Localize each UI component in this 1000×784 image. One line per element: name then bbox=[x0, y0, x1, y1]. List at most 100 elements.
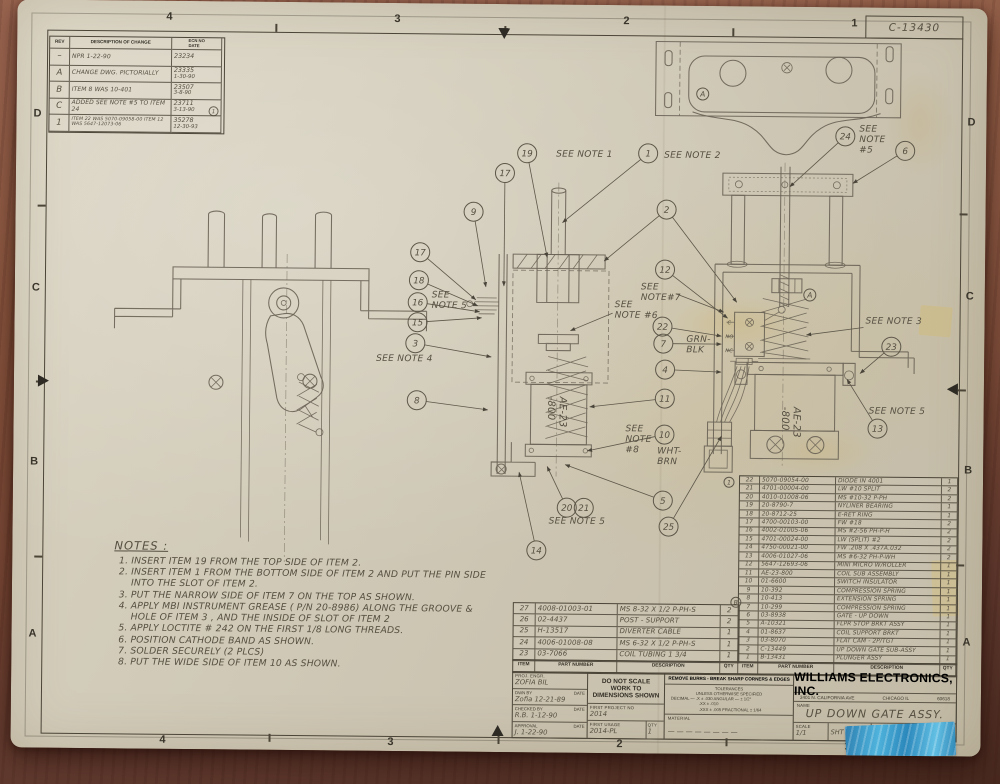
callout-balloon-11: 11 bbox=[589, 388, 675, 409]
callout-balloon-6: 6 bbox=[852, 140, 916, 184]
circle-element bbox=[867, 418, 888, 439]
rev-description: ITEM 8 WAS 10-401 bbox=[69, 82, 172, 100]
span-element: 12-30-93 bbox=[173, 123, 198, 130]
tspan-element: C bbox=[728, 320, 732, 326]
address-street: 3401 N. CALIFORNIA AVE bbox=[799, 694, 855, 701]
circle-element bbox=[573, 497, 594, 518]
circle-element bbox=[526, 540, 547, 561]
circle-element bbox=[881, 336, 902, 357]
part-qty: 1 bbox=[720, 627, 739, 640]
rect-element bbox=[735, 357, 753, 365]
span-element: 1. bbox=[119, 555, 129, 567]
circle-element bbox=[758, 365, 764, 372]
material-label: MATERIAL bbox=[667, 715, 691, 721]
callout-balloon-17: 17 bbox=[494, 163, 515, 287]
annotation-label: AE-23-800 bbox=[545, 396, 568, 428]
part-qty: 2 bbox=[941, 537, 958, 547]
rev-letter: – bbox=[49, 48, 71, 66]
part-number: H-13517 bbox=[535, 626, 618, 639]
tspan-element: NOTE bbox=[859, 135, 885, 145]
tspan-element: SEE NOTE 2 bbox=[664, 151, 721, 162]
circle-element bbox=[745, 318, 754, 327]
part-description: MS 6-32 X 1/2 P-PH-S bbox=[617, 638, 721, 651]
span-element: 3. bbox=[118, 589, 128, 601]
part-qty: 1 bbox=[720, 639, 739, 651]
circle-element bbox=[825, 56, 853, 84]
part-qty: 1 bbox=[941, 512, 958, 521]
path-element bbox=[360, 280, 428, 332]
callout-balloon-1: 1 bbox=[723, 476, 735, 488]
callout-balloon-5: 5 bbox=[564, 464, 673, 511]
circle-element bbox=[658, 516, 679, 537]
assembly-line-art: 1911791718161538212227411105252021142462… bbox=[113, 40, 926, 608]
part-item: 15 bbox=[739, 535, 760, 545]
right-assembly-view bbox=[703, 162, 915, 473]
tspan-element: SEE NOTE 1 bbox=[556, 150, 613, 161]
part-description: MS 8-32 X 1/2 P-PH-S bbox=[617, 604, 721, 617]
circle-element bbox=[208, 374, 224, 390]
path-element bbox=[555, 182, 560, 477]
circle-element bbox=[654, 424, 675, 445]
callout-balloon-20: 20 bbox=[546, 466, 577, 518]
line-element bbox=[674, 369, 722, 374]
proj-engr-value: ZOFIA BIL bbox=[515, 678, 549, 687]
annotation-label: C bbox=[728, 320, 732, 326]
notes-title: NOTES : bbox=[114, 538, 169, 553]
annotation-label: SEE NOTE 5 bbox=[549, 516, 606, 527]
text-element: 1 bbox=[645, 150, 651, 160]
circle-element bbox=[297, 373, 305, 381]
callout-balloon-13: 13 bbox=[846, 379, 888, 439]
path-element bbox=[779, 166, 791, 307]
callout-balloon-18: 18 bbox=[408, 270, 479, 307]
part-item: 19 bbox=[739, 501, 760, 511]
rev-description: NPR 1-22-90 bbox=[69, 48, 173, 67]
line-element bbox=[546, 466, 564, 500]
text-element: 18 bbox=[413, 276, 425, 286]
text-element: 20 bbox=[561, 504, 573, 514]
path-element bbox=[172, 266, 370, 282]
first-project-row: FIRST PROJECT NO 2014 bbox=[587, 703, 664, 722]
text-element: 7 bbox=[660, 340, 666, 350]
line-element bbox=[518, 471, 535, 542]
circle-element bbox=[895, 140, 916, 161]
part-number: 4006-01008-08 bbox=[535, 637, 618, 650]
part-item: 14 bbox=[739, 543, 760, 553]
div-element: QTY 1 bbox=[647, 721, 664, 738]
rev-description: CHANGE DWG. PICTORIALLY bbox=[69, 65, 172, 84]
text-element: 6 bbox=[902, 147, 908, 157]
tspan-element: BLK bbox=[686, 345, 705, 355]
part-description: DIVERTER CABLE bbox=[617, 626, 721, 640]
annotation-label: SEE NOTE 4 bbox=[376, 354, 433, 365]
part-item: 17 bbox=[739, 518, 760, 528]
text-element: 17 bbox=[499, 169, 511, 179]
part-qty: 2 bbox=[720, 605, 739, 617]
span-element: Zofia 12-21-89 bbox=[515, 695, 585, 704]
path-element bbox=[113, 278, 182, 329]
rev-col-header: REV bbox=[50, 36, 71, 49]
path-element bbox=[314, 211, 333, 269]
rect-element bbox=[828, 195, 844, 266]
circle-element bbox=[655, 259, 676, 280]
line-element bbox=[501, 182, 506, 287]
rev-description: ADDED SEE NOTE #5 TO ITEM 24 bbox=[69, 98, 172, 117]
circle-element bbox=[781, 181, 789, 189]
path-element bbox=[716, 366, 750, 423]
part-qty: 2 bbox=[941, 486, 958, 496]
path-element bbox=[512, 253, 606, 270]
rect-element bbox=[524, 443, 592, 458]
text-element: GRN-BLK bbox=[686, 335, 711, 356]
part-qty: 1 bbox=[940, 638, 957, 648]
line-element bbox=[562, 159, 642, 223]
part-name: UP DOWN GATE ASSY. bbox=[805, 707, 944, 722]
callout-balloon-7: 7 bbox=[653, 333, 722, 354]
line-element bbox=[852, 155, 898, 184]
tspan-element: SEE NOTE 5 bbox=[869, 407, 926, 418]
path-element bbox=[778, 278, 796, 293]
circle-element bbox=[495, 463, 507, 475]
line-element bbox=[589, 399, 656, 409]
